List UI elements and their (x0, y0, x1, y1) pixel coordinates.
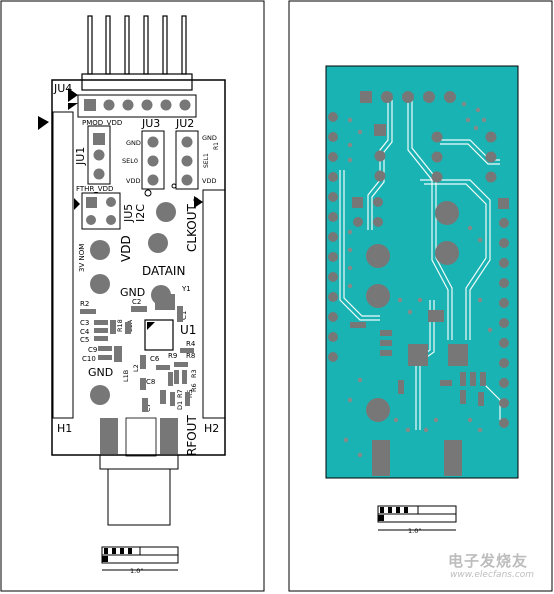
copper-board (325, 65, 519, 479)
scale-bar-right (377, 505, 457, 531)
r2-label: R2 (80, 300, 89, 308)
c4-label: C4 (80, 328, 90, 336)
ju4-header (68, 88, 197, 118)
r6-label: R6 (190, 383, 198, 392)
c1-pad (177, 306, 183, 322)
left-panel-frame (0, 0, 265, 592)
copper-header-pads (360, 91, 456, 103)
r2-pad (80, 309, 96, 314)
scale-bar-left (101, 546, 179, 571)
r3-label: R3 (190, 369, 198, 378)
ju4-label: JU4 (53, 82, 72, 95)
ju1-label: JU1 (74, 147, 87, 166)
pmod-vdd-label: PMOD_VDD (82, 119, 122, 127)
fthr-vdd-label: FTHR_VDD (76, 185, 113, 193)
c6-label: C6 (150, 355, 160, 363)
copper-ic-area (350, 310, 486, 476)
rf-connector-ground (125, 417, 157, 457)
vdd-testpoint-label: VDD (119, 235, 133, 262)
c2-pad (131, 306, 147, 312)
ju3-gnd-label: GND (126, 139, 141, 147)
c8-label: C8 (146, 378, 155, 386)
scale-label-right: 1.0" (408, 527, 421, 535)
left-passives (94, 320, 131, 362)
c5-label: C5 (80, 336, 89, 344)
i2c-label: I2C (134, 204, 147, 222)
copper-left-pads (328, 112, 338, 362)
ju2-label: JU2 (175, 117, 194, 130)
gnd-lower-label: GND (88, 366, 113, 379)
c9-label: C9 (88, 346, 97, 354)
clkout-label: CLKOUT (185, 203, 199, 252)
header-pins (81, 15, 193, 91)
copper-vias (343, 101, 493, 458)
u1-passives (140, 355, 190, 412)
c10-label: C10 (82, 355, 96, 363)
right-panel-frame (288, 0, 553, 592)
c3-label: C3 (80, 319, 89, 327)
c2-label: C2 (132, 298, 141, 306)
ju1-jumper (87, 125, 111, 185)
u1-label: U1 (180, 323, 196, 337)
r7-label: R7 (176, 389, 184, 398)
rfout-label: RFOUT (185, 415, 199, 456)
ju2-gnd-label: GND (202, 134, 217, 142)
watermark-en: www.elecfans.com (450, 570, 535, 580)
ju2-sel1-label: SEL1 (203, 153, 210, 168)
watermark: 电子发烧友 www.elecfans.com (438, 548, 550, 588)
ju3-label: JU3 (141, 117, 160, 130)
ju3-sel0-label: SEL0 (122, 157, 138, 165)
r4-label: R4 (186, 340, 196, 348)
copper-jumper-pads (352, 124, 497, 227)
copper-traces (339, 100, 501, 430)
y1-label: Y1 (181, 285, 191, 293)
sma-connector (99, 454, 179, 526)
ju2-r1-label: R1 (213, 142, 220, 150)
l1b-label: L1B (122, 370, 130, 382)
gnd-testpoint-label: GND (120, 286, 145, 299)
fiducial-1 (144, 189, 152, 197)
ju5-jumper (74, 192, 121, 230)
scale-label-left: 1.0" (130, 567, 143, 575)
r4-pad (180, 348, 194, 353)
l2-label: L2 (132, 364, 140, 372)
d1-label: D1 (176, 401, 184, 410)
fiducial-2 (171, 183, 177, 189)
ju2-vdd-label: VDD (202, 177, 216, 185)
datain-label: DATAIN (142, 264, 185, 278)
h1-header (38, 111, 74, 419)
u1-chip (144, 319, 174, 351)
watermark-cn: 电子发烧友 (448, 552, 529, 570)
r8-label: R8 (186, 352, 195, 360)
h2-header (194, 189, 226, 419)
ju3-vdd-label: VDD (126, 177, 140, 185)
h1-label: H1 (57, 422, 72, 435)
nom-3v-label: 3V NOM (78, 244, 86, 272)
h2-label: H2 (204, 422, 219, 435)
ju5-label: JU5 (122, 204, 135, 223)
y1-crystal (155, 294, 175, 310)
copper-right-pads (498, 198, 509, 428)
rf-pads (100, 418, 178, 456)
ju3-jumper (141, 130, 165, 190)
copper-test-points (366, 201, 459, 422)
r18-label: R18 (116, 319, 124, 332)
c1-label: C1 (180, 311, 188, 320)
fiducial-3 (193, 197, 199, 203)
ju2-jumper (175, 130, 199, 190)
r9-label: R9 (168, 352, 177, 360)
